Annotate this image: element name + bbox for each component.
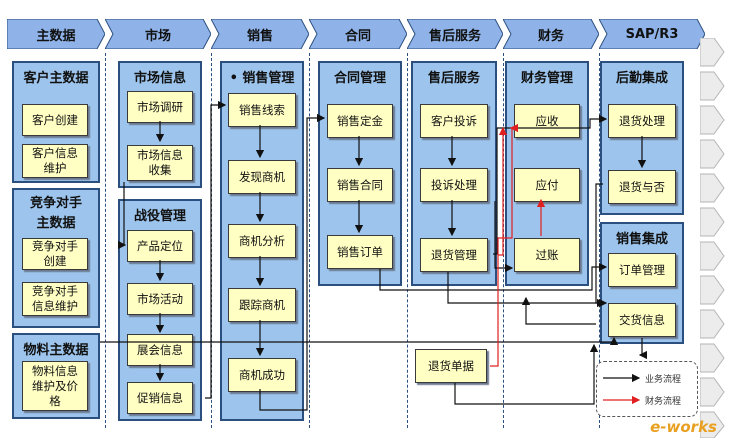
panel-aftersales: 售后服务 客户投诉 投诉处理 退货管理 <box>411 61 497 286</box>
panel-contract-mgmt: 合同管理 销售定金 销售合同 销售订单 <box>318 61 402 286</box>
panel-title: 合同管理 <box>333 71 386 86</box>
node-return-processing[interactable]: 退货处理 <box>608 104 676 138</box>
node-opportunity-success[interactable]: 商机成功 <box>228 358 296 392</box>
panel-finance-mgmt: 财务管理 应收 应付 过账 <box>505 61 589 286</box>
header-sap: SAP/R3 <box>599 19 705 49</box>
node-find-opportunity[interactable]: 发现商机 <box>228 160 296 194</box>
header-label: 销售 <box>246 28 273 44</box>
node-sales-deposit[interactable]: 销售定金 <box>327 104 393 138</box>
node-sales-contract[interactable]: 销售合同 <box>327 168 393 202</box>
node-market-activity[interactable]: 市场活动 <box>127 283 193 315</box>
header-market: 市场 <box>105 19 211 49</box>
panel-material-master: 物料主数据 物料信息维护及价格 <box>12 333 100 419</box>
panel-title: 售后服务 <box>427 71 480 86</box>
panel-title: 客户主数据 <box>23 71 89 86</box>
panel-title: 战役管理 <box>133 209 186 224</box>
header-label: 主数据 <box>36 28 76 44</box>
node-competitor-info-maintain[interactable]: 竞争对手信息维护 <box>22 282 88 316</box>
node-complaint-handling[interactable]: 投诉处理 <box>420 168 488 202</box>
node-promotion-info[interactable]: 促销信息 <box>127 382 193 414</box>
panel-title: 后勤集成 <box>615 71 668 86</box>
right-edge-tabs <box>700 38 725 438</box>
panel-market-info: 市场信息 市场调研 市场信息收集 <box>118 61 202 188</box>
header-contract: 合同 <box>309 19 407 49</box>
node-product-positioning[interactable]: 产品定位 <box>127 230 193 262</box>
node-opportunity-analysis[interactable]: 商机分析 <box>228 224 296 258</box>
header-label: 市场 <box>144 28 171 44</box>
legend-business-label: 业务流程 <box>645 375 682 385</box>
node-exhibition-info[interactable]: 展会信息 <box>127 334 193 366</box>
column-divider <box>211 53 212 428</box>
node-competitor-create[interactable]: 竞争对手创建 <box>22 238 88 270</box>
header-label: 售后服务 <box>428 28 481 44</box>
node-return-mgmt[interactable]: 退货管理 <box>420 238 488 272</box>
panel-customer-master: 客户主数据 客户创建 客户信息维护 <box>12 61 100 183</box>
node-delivery-info[interactable]: 交货信息 <box>608 303 676 337</box>
node-return-document[interactable]: 退货单据 <box>415 349 487 383</box>
header-master-data: 主数据 <box>7 19 105 49</box>
legend: 业务流程 财务流程 <box>596 361 698 417</box>
node-order-mgmt[interactable]: 订单管理 <box>608 253 676 287</box>
panel-competitor-master: 竞争对手主数据 竞争对手创建 竞争对手信息维护 <box>12 188 100 328</box>
arrow <box>521 296 596 325</box>
node-customer-complaint[interactable]: 客户投诉 <box>420 104 488 138</box>
node-payable[interactable]: 应付 <box>514 168 580 202</box>
panel-title: • 销售管理 <box>229 71 295 86</box>
panel-sales-mgmt: • 销售管理 销售线索 发现商机 商机分析 跟踪商机 商机成功 <box>220 61 304 421</box>
header-label: SAP/R3 <box>625 26 679 42</box>
panel-title: 销售集成 <box>615 232 668 247</box>
node-customer-create[interactable]: 客户创建 <box>22 104 88 136</box>
panel-campaign-mgmt: 战役管理 产品定位 市场活动 展会信息 促销信息 <box>118 199 202 421</box>
header-sales: 销售 <box>211 19 309 49</box>
legend-finance-label: 财务流程 <box>645 397 682 407</box>
node-customer-info-maintain[interactable]: 客户信息维护 <box>22 144 88 178</box>
header-label: 合同 <box>344 28 371 44</box>
header-finance: 财务 <box>503 19 599 49</box>
header-aftersales: 售后服务 <box>407 19 503 49</box>
column-divider <box>105 53 106 428</box>
node-market-info-collect[interactable]: 市场信息收集 <box>127 145 193 181</box>
node-receivable[interactable]: 应收 <box>514 104 580 138</box>
node-market-research[interactable]: 市场调研 <box>127 91 193 123</box>
panel-sales-integration: 销售集成 订单管理 交货信息 <box>600 222 684 344</box>
node-track-opportunity[interactable]: 跟踪商机 <box>228 288 296 322</box>
node-return-decision[interactable]: 退货与否 <box>608 170 676 204</box>
column-divider <box>407 53 408 428</box>
watermark-logo: e-works <box>650 418 717 436</box>
column-divider <box>503 53 504 428</box>
panel-title: 物料主数据 <box>23 343 89 358</box>
node-posting[interactable]: 过账 <box>514 238 580 272</box>
column-divider <box>309 53 310 428</box>
node-sales-lead[interactable]: 销售线索 <box>228 93 296 127</box>
panel-title: 竞争对手主数据 <box>29 196 82 231</box>
panel-title: 财务管理 <box>520 71 573 86</box>
node-material-info[interactable]: 物料信息维护及价格 <box>22 361 88 411</box>
panel-title: 市场信息 <box>133 71 186 86</box>
header-label: 财务 <box>537 28 564 44</box>
node-sales-order[interactable]: 销售订单 <box>327 235 393 269</box>
panel-backend-integration: 后勤集成 退货处理 退货与否 <box>600 61 684 215</box>
